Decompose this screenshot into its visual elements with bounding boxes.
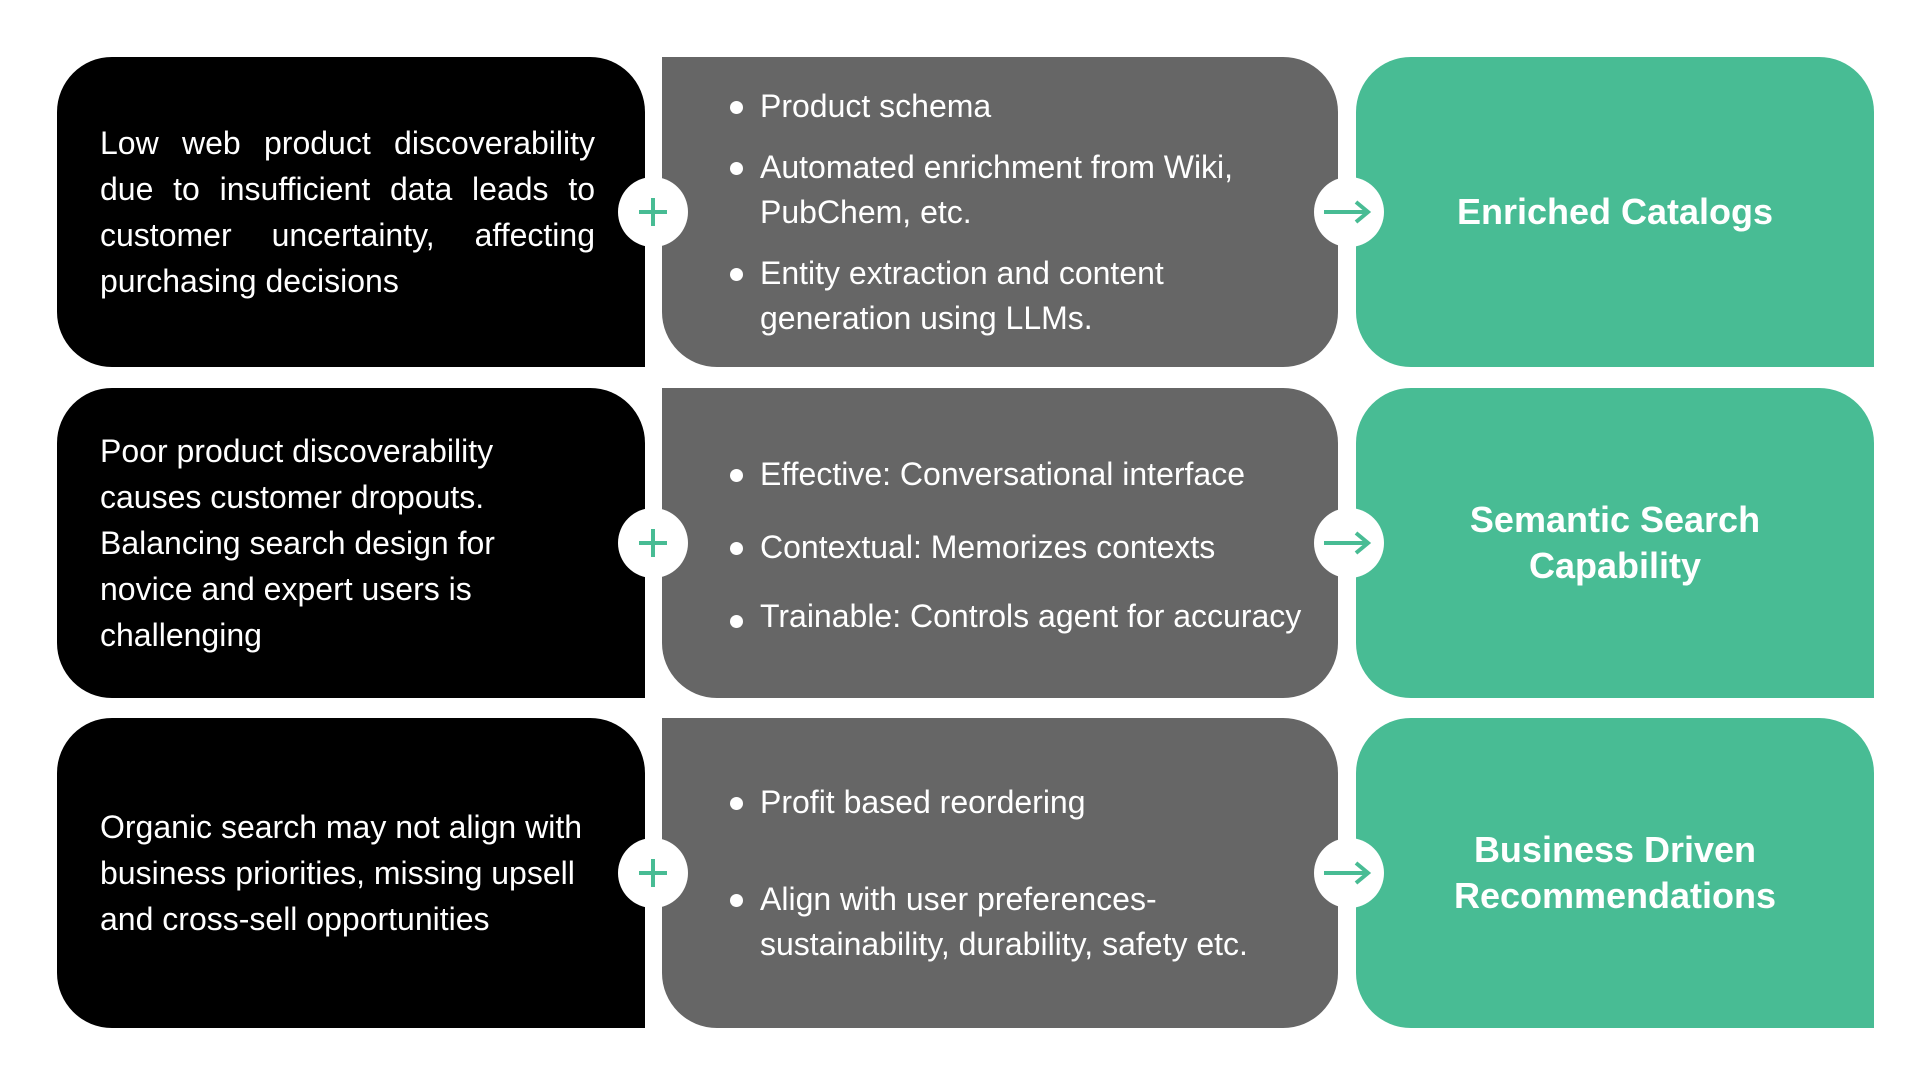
- solution-item: Contextual: Memorizes contexts: [730, 525, 1308, 570]
- plus-icon: [618, 177, 688, 247]
- solution-item: Effective: Conversational interface: [730, 452, 1308, 497]
- outcome-box: Business Driven Recommendations: [1356, 718, 1874, 1028]
- solution-item: Profit based reordering: [730, 780, 1308, 825]
- solution-box: Profit based reordering Align with user …: [662, 718, 1338, 1028]
- outcome-box: Semantic Search Capability: [1356, 388, 1874, 698]
- solution-item: Automated enrichment from Wiki, PubChem,…: [730, 145, 1308, 235]
- outcome-label: Semantic Search Capability: [1469, 499, 1761, 586]
- outcome-box: Enriched Catalogs: [1356, 57, 1874, 367]
- arrow-right-icon: [1314, 838, 1384, 908]
- solution-box: Product schema Automated enrichment from…: [662, 57, 1338, 367]
- problem-text: Low web product discoverability due to i…: [100, 125, 595, 299]
- problem-box: Low web product discoverability due to i…: [57, 57, 645, 367]
- outcome-label: Enriched Catalogs: [1456, 191, 1774, 232]
- problem-text: Poor product discoverability causes cust…: [100, 433, 495, 653]
- plus-icon: [618, 508, 688, 578]
- solution-item: Trainable: Controls agent for accuracy: [730, 598, 1308, 634]
- row-semantic-search: Poor product discoverability causes cust…: [0, 388, 1920, 698]
- solution-item: Align with user preferences- sustainabil…: [730, 877, 1308, 967]
- outcome-label: Business Driven Recommendations: [1453, 829, 1777, 916]
- arrow-right-icon: [1314, 508, 1384, 578]
- solution-box: Effective: Conversational interface Cont…: [662, 388, 1338, 698]
- solution-item: Entity extraction and content generation…: [730, 251, 1308, 341]
- problem-box: Poor product discoverability causes cust…: [57, 388, 645, 698]
- problem-text: Organic search may not align with busine…: [100, 809, 582, 937]
- row-enriched-catalogs: Low web product discoverability due to i…: [0, 57, 1920, 367]
- problem-box: Organic search may not align with busine…: [57, 718, 645, 1028]
- plus-icon: [618, 838, 688, 908]
- solution-item: Product schema: [730, 84, 1308, 129]
- row-business-recommendations: Organic search may not align with busine…: [0, 718, 1920, 1028]
- arrow-right-icon: [1314, 177, 1384, 247]
